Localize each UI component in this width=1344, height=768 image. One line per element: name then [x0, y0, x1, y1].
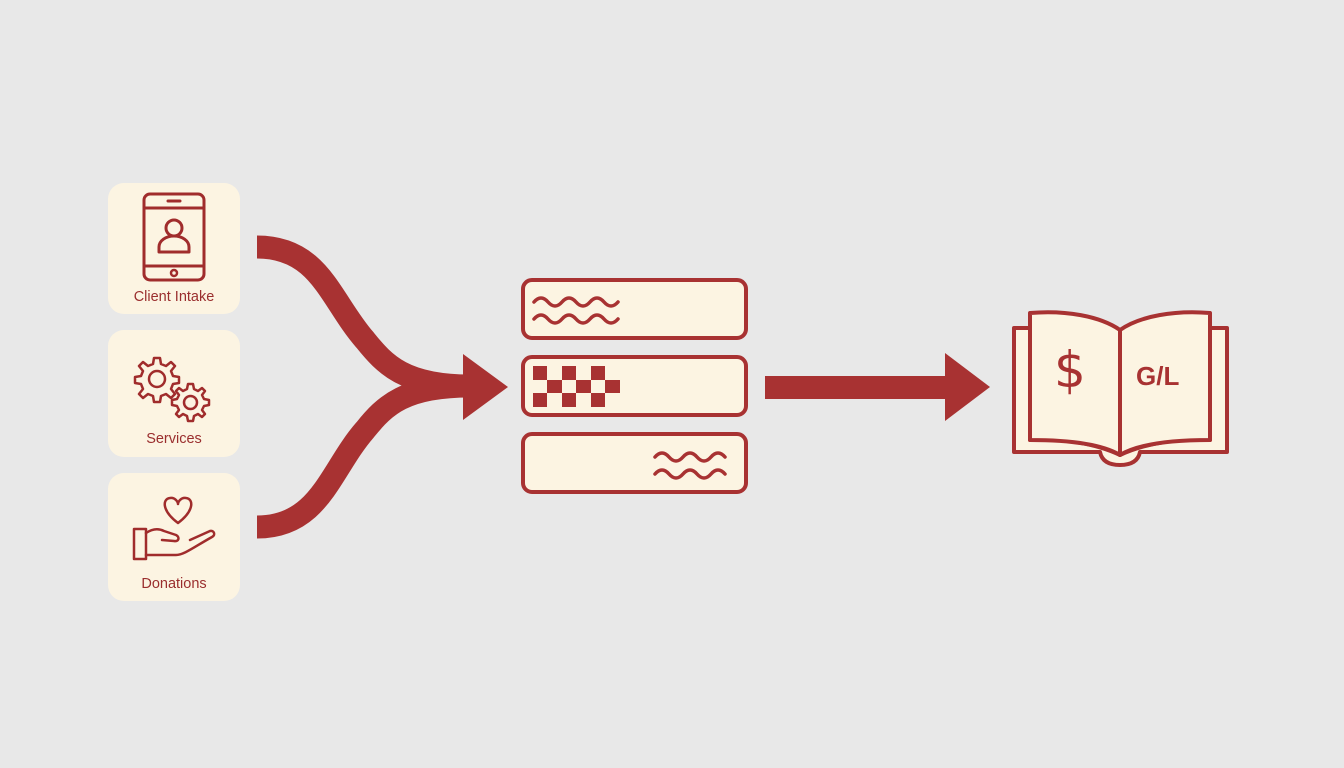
hand-heart-icon [132, 496, 216, 561]
checkerboard-icon [533, 366, 620, 407]
source-label: Client Intake [133, 289, 215, 305]
gears-icon [133, 356, 211, 423]
source-label: Donations [141, 576, 207, 592]
ledger-dollar-symbol: $ [1054, 341, 1086, 399]
right-arrow-icon [765, 353, 990, 421]
ledger-gl-text: G/L [1136, 361, 1180, 391]
record-bar-3 [521, 432, 748, 494]
record-bar-1 [521, 278, 748, 340]
source-card-services: Services [108, 330, 240, 457]
open-book-icon [1012, 310, 1229, 467]
merge-arrow-icon [256, 235, 508, 539]
wavy-lines-icon [653, 451, 727, 480]
source-card-client-intake: Client Intake [108, 183, 240, 314]
wavy-lines-icon [532, 296, 620, 325]
record-bar-2 [521, 355, 748, 417]
source-card-donations: Donations [108, 473, 240, 601]
tablet-user-icon [142, 192, 206, 282]
source-label: Services [146, 431, 202, 447]
